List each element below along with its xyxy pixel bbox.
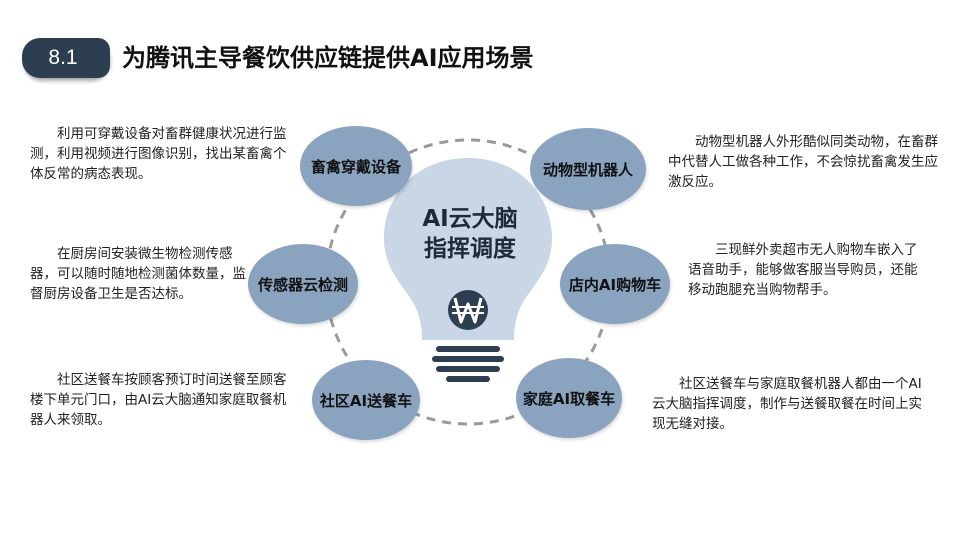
section-badge-tail [86, 38, 110, 78]
page-title: 为腾讯主导餐饮供应链提供AI应用场景 [122, 44, 534, 72]
bulb-glass [384, 158, 552, 340]
desc-sensor-detection: 在厨房间安装微生物检测传感器，可以随时随地检测菌体数量，监督厨房设备卫生是否达标… [30, 246, 246, 302]
desc-ai-cart: 三现鲜外卖超市无人购物车嵌入了语音助手，能够做客服当导购员，还能移动跑腿充当购物… [688, 242, 918, 298]
center-label-line1: AI云大脑 [422, 206, 518, 232]
node-ai-pickup: 家庭AI取餐车 [516, 358, 622, 438]
bulb-base-stripe [446, 376, 490, 382]
desc-animal-robot: 动物型机器人外形酷似同类动物，在畜群中代替人工做各种工作，不会惊扰畜禽发生应激反… [668, 134, 938, 190]
bulb-base-stripe [432, 356, 504, 362]
won-symbol-icon [448, 290, 488, 330]
node-animal-robot: 动物型机器人 [530, 128, 646, 210]
bulb-base-stripe [436, 366, 500, 372]
desc-ai-delivery: 社区送餐车按顾客预订时间送餐至顾客楼下单元门口，由AI云大脑通知家庭取餐机器人来… [30, 372, 287, 428]
desc-ai-pickup: 社区送餐车与家庭取餐机器人都由一个AI云大脑指挥调度，制作与送餐取餐在时间上实现… [652, 376, 922, 432]
node-wearable-device: 畜禽穿戴设备 [300, 126, 412, 206]
desc-wearable-device: 利用可穿戴设备对畜群健康状况进行监测，利用视频进行图像识别，找出某畜禽个体反常的… [30, 126, 287, 182]
node-ai-cart: 店内AI购物车 [560, 244, 670, 324]
center-label-line2: 指挥调度 [424, 236, 516, 262]
section-number: 8.1 [48, 46, 78, 69]
node-sensor-detection: 传感器云检测 [248, 244, 358, 324]
node-ai-delivery: 社区AI送餐车 [312, 360, 420, 440]
section-badge: 8.1 [22, 38, 110, 78]
bulb-base-stripe [436, 346, 500, 352]
center-label: AI云大脑 指挥调度 [400, 204, 540, 264]
